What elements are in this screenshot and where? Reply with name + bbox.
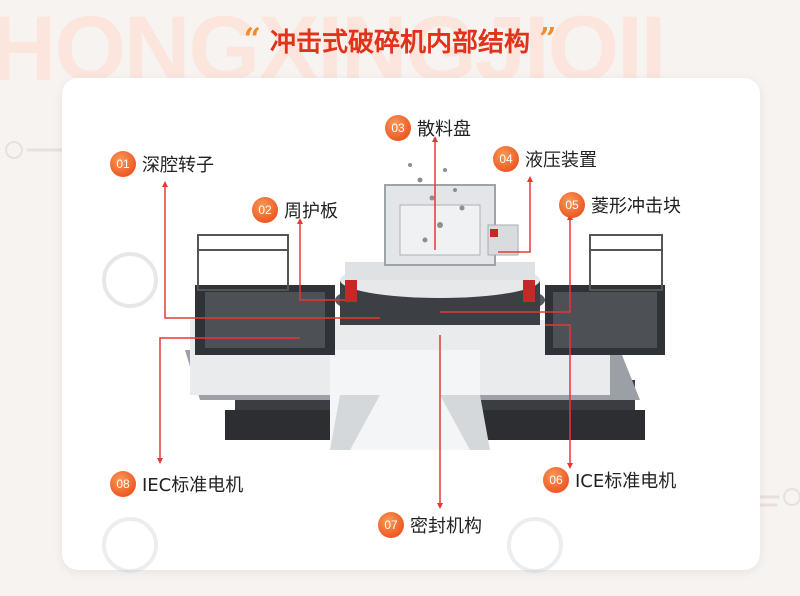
part-number-badge: 01 [110,151,136,177]
part-name: IEC标准电机 [142,475,244,496]
part-name: 密封机构 [410,516,482,537]
page-title: “ 冲击式破碎机内部结构 ” [0,22,800,59]
title-open-quote: “ [243,22,261,57]
part-name: 周护板 [284,201,338,222]
part-name: 液压装置 [525,150,597,171]
part-number-badge: 05 [559,192,585,218]
part-label-07: 07 密封机构 [378,512,482,538]
part-label-08: 08 IEC标准电机 [110,471,243,497]
part-number-badge: 08 [110,471,136,497]
part-label-02: 02 周护板 [252,197,338,223]
title-close-quote: ” [539,22,557,57]
part-name: 深腔转子 [142,155,214,176]
part-label-06: 06 ICE标准电机 [543,467,676,493]
part-name: ICE标准电机 [575,471,677,492]
part-label-03: 03 散料盘 [385,115,471,141]
part-number-badge: 03 [385,115,411,141]
part-name: 散料盘 [417,119,471,140]
part-number-badge: 07 [378,512,404,538]
title-text: 冲击式破碎机内部结构 [269,28,530,58]
part-label-05: 05 菱形冲击块 [559,192,681,218]
part-number-badge: 06 [543,467,569,493]
part-number-badge: 02 [252,197,278,223]
part-name: 菱形冲击块 [591,196,681,217]
part-number-badge: 04 [493,146,519,172]
part-label-01: 01 深腔转子 [110,151,214,177]
logo-watermark-left [102,252,563,573]
part-label-04: 04 液压装置 [493,146,597,172]
